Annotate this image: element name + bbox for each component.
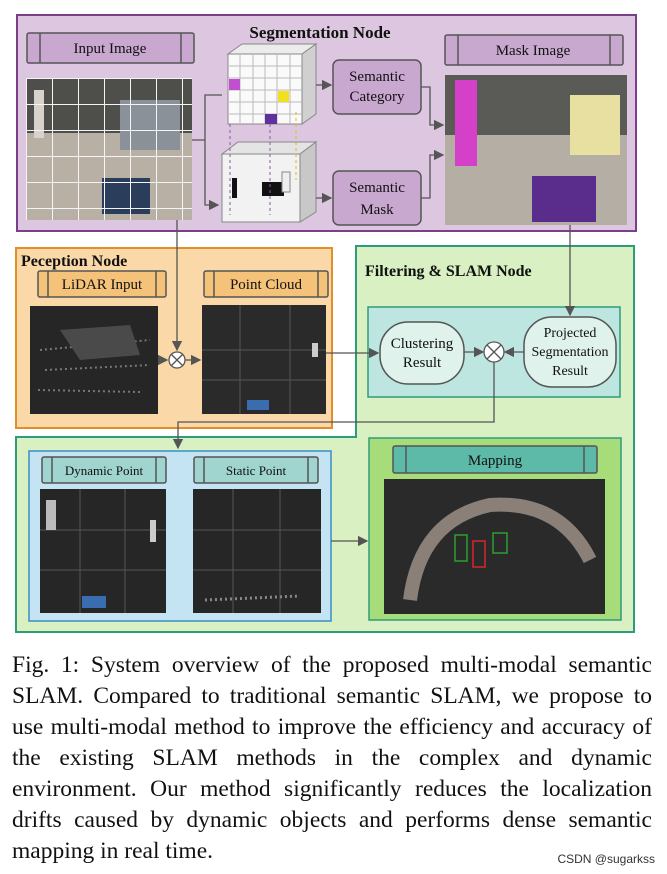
- svg-text:Semantic: Semantic: [349, 69, 405, 85]
- arrow-input-to-cubes: [192, 94, 222, 205]
- svg-text:Result: Result: [552, 364, 588, 379]
- svg-text:Segmentation: Segmentation: [532, 345, 609, 360]
- point-cloud-image: [202, 305, 326, 414]
- filtering-node-title: Filtering & SLAM Node: [365, 263, 532, 280]
- figure-caption: Fig. 1: System overview of the proposed …: [12, 652, 652, 864]
- svg-text:Input Image: Input Image: [74, 41, 147, 57]
- point-cloud-label-box: Point Cloud: [203, 270, 329, 298]
- input-image-label-box: Input Image: [26, 32, 195, 64]
- system-overview-figure: Segmentation Node Input Image: [15, 14, 637, 633]
- svg-text:Mask: Mask: [360, 202, 394, 218]
- svg-text:Category: Category: [350, 89, 405, 105]
- fusion-operator-1: [168, 351, 186, 369]
- input-image: [26, 78, 192, 220]
- lidar-input-image: [30, 306, 158, 414]
- projected-segmentation-result-box: Projected Segmentation Result: [523, 316, 617, 388]
- arrow-category-to-mask-image: [421, 86, 445, 131]
- watermark: CSDN @sugarkss: [557, 852, 655, 866]
- perception-node-title: Peception Node: [21, 253, 127, 270]
- svg-text:Point Cloud: Point Cloud: [230, 277, 303, 293]
- dynamic-point-label-box: Dynamic Point: [41, 456, 167, 484]
- semantic-mask-box: Semantic Mask: [332, 170, 422, 226]
- static-point-image: [193, 489, 321, 613]
- svg-text:Projected: Projected: [544, 326, 597, 341]
- semantic-category-box: Semantic Category: [332, 59, 422, 115]
- svg-text:LiDAR Input: LiDAR Input: [62, 277, 143, 293]
- svg-text:Static Point: Static Point: [226, 463, 287, 478]
- mapping-label-box: Mapping: [392, 445, 598, 474]
- mapping-image: [384, 479, 605, 614]
- segmentation-node-title: Segmentation Node: [249, 23, 391, 42]
- dynamic-point-image: [40, 489, 166, 613]
- clustering-result-box: Clustering Result: [379, 321, 465, 385]
- svg-text:Dynamic Point: Dynamic Point: [65, 463, 144, 478]
- mask-image: [445, 75, 627, 225]
- static-point-label-box: Static Point: [193, 456, 319, 484]
- svg-text:Semantic: Semantic: [349, 180, 405, 196]
- svg-text:Mapping: Mapping: [468, 453, 523, 469]
- arrow-mask-to-mask-image: [421, 149, 445, 199]
- semantic-mask-cube: [220, 112, 318, 223]
- diagram-canvas: Segmentation Node Input Image: [15, 14, 637, 633]
- lidar-input-label-box: LiDAR Input: [37, 270, 167, 298]
- svg-text:Result: Result: [403, 355, 442, 371]
- fusion-operator-2: [483, 341, 505, 363]
- svg-text:Clustering: Clustering: [391, 336, 454, 352]
- svg-text:Mask Image: Mask Image: [496, 43, 571, 59]
- mask-image-label-box: Mask Image: [444, 34, 624, 66]
- semantic-category-cube: [226, 43, 318, 125]
- arrow-fusion-to-points: [172, 362, 495, 450]
